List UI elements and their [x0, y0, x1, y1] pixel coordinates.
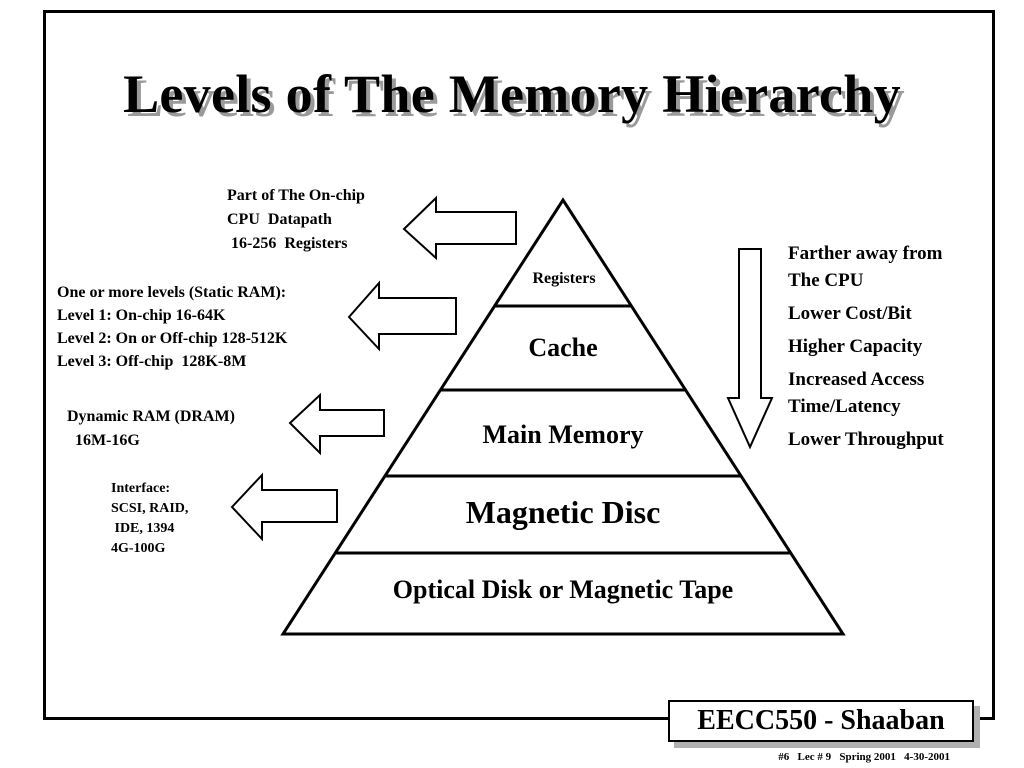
level-optical-tape: Optical Disk or Magnetic Tape	[392, 575, 734, 604]
annotation-line: Level 1: On-chip 16-64K	[57, 307, 226, 324]
trend-item: Increased Access Time/Latency	[788, 366, 944, 420]
annotation-line: 16M-16G	[67, 432, 140, 449]
left-arrow-icon	[288, 392, 385, 456]
trend-item: Lower Cost/Bit	[788, 303, 912, 324]
level-registers: Registers	[532, 270, 596, 287]
annotation-line: Level 2: On or Off-chip 128-512K	[57, 330, 288, 347]
slide-frame	[43, 10, 995, 720]
trend-item: Farther away from The CPU	[788, 240, 944, 294]
annotation-line: Interface:	[111, 481, 171, 496]
pyramid-outline	[280, 197, 846, 636]
trend-line: The CPU	[788, 270, 864, 291]
level-cache: Cache	[528, 333, 598, 362]
trend-item: Lower Throughput	[788, 429, 944, 450]
annotation-line: Part of The On-chip	[227, 187, 365, 204]
left-arrow-icon	[230, 472, 338, 542]
down-arrow-icon	[726, 248, 774, 450]
level-magnetic-disc: Magnetic Disc	[465, 494, 661, 530]
disc-annotation: Interface: SCSI, RAID, IDE, 1394 4G-100G	[111, 479, 188, 559]
annotation-line: 4G-100G	[111, 541, 166, 556]
annotation-line: IDE, 1394	[111, 521, 175, 536]
annotation-line: 16-256 Registers	[227, 235, 348, 252]
annotation-line: One or more levels (Static RAM):	[57, 284, 287, 301]
annotation-line: Level 3: Off-chip 128K-8M	[57, 353, 247, 370]
slide-footer: #6 Lec # 9 Spring 2001 4-30-2001	[778, 751, 950, 763]
course-badge: EECC550 - Shaaban	[668, 700, 974, 742]
left-arrow-icon	[402, 195, 517, 261]
main-memory-annotation: Dynamic RAM (DRAM) 16M-16G	[67, 405, 235, 453]
trend-line: Farther away from	[788, 243, 943, 264]
trend-line: Increased Access	[788, 369, 925, 390]
cache-annotation: One or more levels (Static RAM): Level 1…	[57, 281, 287, 373]
trend-line: Time/Latency	[788, 396, 901, 417]
slide-title: Levels of The Memory Hierarchy	[123, 64, 901, 124]
trend-list: Farther away from The CPU Lower Cost/Bit…	[788, 240, 944, 453]
left-arrow-icon	[347, 280, 457, 352]
annotation-line: CPU Datapath	[227, 211, 332, 228]
trend-item: Higher Capacity	[788, 336, 923, 357]
annotation-line: SCSI, RAID,	[111, 501, 189, 516]
annotation-line: Dynamic RAM (DRAM)	[67, 408, 235, 425]
registers-annotation: Part of The On-chip CPU Datapath 16-256 …	[227, 184, 365, 256]
level-main-memory: Main Memory	[482, 420, 644, 449]
